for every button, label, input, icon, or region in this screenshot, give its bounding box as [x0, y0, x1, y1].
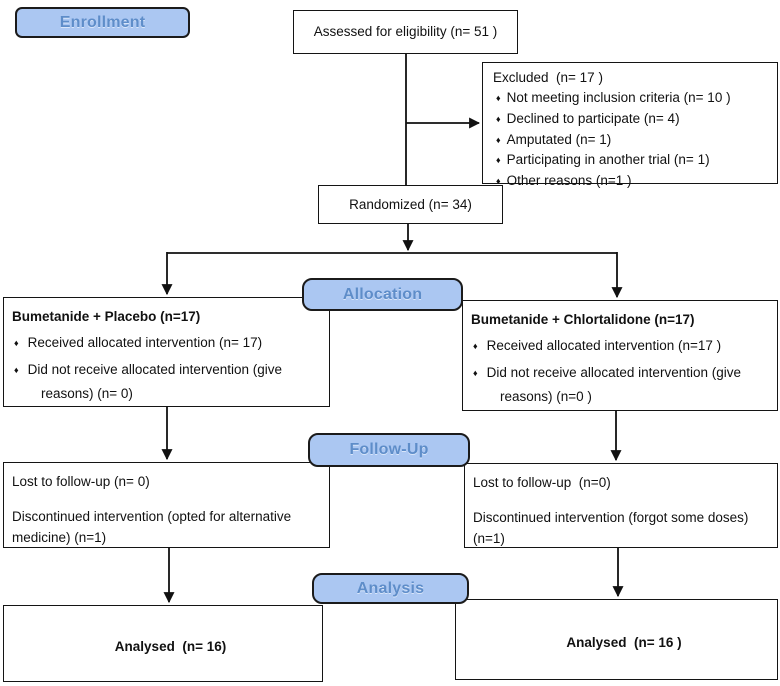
followup-left-box: Lost to follow-up (n= 0) Discontinued in…	[3, 462, 330, 548]
allocation-right-list: ♦ Received allocated intervention (n=17 )…	[471, 334, 769, 408]
list-item-text: Other reasons (n=1 )	[506, 173, 632, 189]
diamond-bullet-icon: ♦	[496, 134, 501, 145]
excluded-box: Excluded (n= 17 ) ♦ Not meeting inclusion…	[482, 62, 778, 188]
allocation-left-title: Bumetanide + Placebo (n=17)	[12, 309, 201, 324]
excluded-title: Excluded (n= 17 )	[493, 70, 603, 85]
diamond-bullet-icon: ♦	[473, 368, 478, 378]
list-item: ♦ Did not receive allocated intervention …	[471, 361, 769, 408]
list-item-text: Did not receive allocated intervention (…	[27, 362, 286, 401]
diamond-bullet-icon: ♦	[496, 113, 501, 124]
lost-to-followup-right-text: Lost to follow-up (n=0)	[473, 475, 611, 490]
assessed-eligibility-text: Assessed for eligibility (n= 51 )	[313, 24, 498, 39]
stage-button-enrollment: Enrollment	[15, 7, 190, 38]
diamond-bullet-icon: ♦	[473, 341, 478, 351]
list-item-text: Received allocated intervention (n= 17)	[27, 335, 263, 350]
stage-button-analysis: Analysis	[312, 573, 469, 604]
list-item: ♦ Other reasons (n=1 )	[493, 171, 771, 192]
list-item-text: Participating in another trial (n= 1)	[506, 152, 710, 168]
analysis-right-box: Analysed (n= 16 )	[455, 599, 778, 680]
lost-to-followup-left-text: Lost to follow-up (n= 0)	[12, 474, 150, 489]
allocation-right-title: Bumetanide + Chlortalidone (n=17)	[471, 312, 695, 327]
analysed-left-text: Analysed (n= 16)	[114, 639, 227, 654]
stage-button-followup: Follow-Up	[308, 433, 470, 467]
diamond-bullet-icon: ♦	[14, 338, 19, 348]
discontinued-right-text: Discontinued intervention (forgot some d…	[473, 510, 753, 546]
list-item: ♦ Amputated (n= 1)	[493, 130, 771, 151]
diamond-bullet-icon: ♦	[14, 365, 19, 375]
diamond-bullet-icon: ♦	[496, 155, 501, 166]
excluded-reasons-list: ♦ Not meeting inclusion criteria (n= 10 )…	[493, 88, 771, 192]
stage-button-allocation: Allocation	[302, 278, 463, 311]
allocation-left-list: ♦ Received allocated intervention (n= 17)…	[12, 331, 321, 405]
allocation-right-box: Bumetanide + Chlortalidone (n=17) ♦ Recei…	[462, 300, 778, 411]
list-item-text: Declined to participate (n= 4)	[506, 110, 680, 126]
analysis-left-box: Analysed (n= 16)	[3, 605, 323, 682]
list-item: ♦ Received allocated intervention (n= 17)	[12, 331, 321, 355]
list-item-text: Not meeting inclusion criteria (n= 10 )	[506, 90, 731, 105]
analysed-right-text: Analysed (n= 16 )	[566, 635, 682, 650]
randomized-box: Randomized (n= 34)	[318, 185, 503, 224]
diamond-bullet-icon: ♦	[496, 176, 501, 187]
discontinued-left-text: Discontinued intervention (opted for alt…	[12, 509, 295, 545]
assessed-eligibility-box: Assessed for eligibility (n= 51 )	[293, 10, 518, 54]
list-item-text: Did not receive allocated intervention (…	[486, 365, 745, 404]
list-item-text: Received allocated intervention (n=17 )	[486, 338, 722, 353]
diamond-bullet-icon: ♦	[496, 93, 501, 103]
list-item: ♦ Declined to participate (n= 4)	[493, 109, 771, 130]
allocation-left-box: Bumetanide + Placebo (n=17) ♦ Received al…	[3, 297, 330, 407]
list-item: ♦ Did not receive allocated intervention …	[12, 358, 321, 405]
randomized-text: Randomized (n= 34)	[349, 196, 472, 212]
list-item-text: Amputated (n= 1)	[506, 131, 612, 147]
list-item: ♦ Participating in another trial (n= 1)	[493, 150, 771, 171]
followup-right-box: Lost to follow-up (n=0) Discontinued int…	[464, 463, 778, 548]
list-item: ♦ Received allocated intervention (n=17 )	[471, 334, 769, 358]
list-item: ♦ Not meeting inclusion criteria (n= 10 )	[493, 88, 771, 109]
